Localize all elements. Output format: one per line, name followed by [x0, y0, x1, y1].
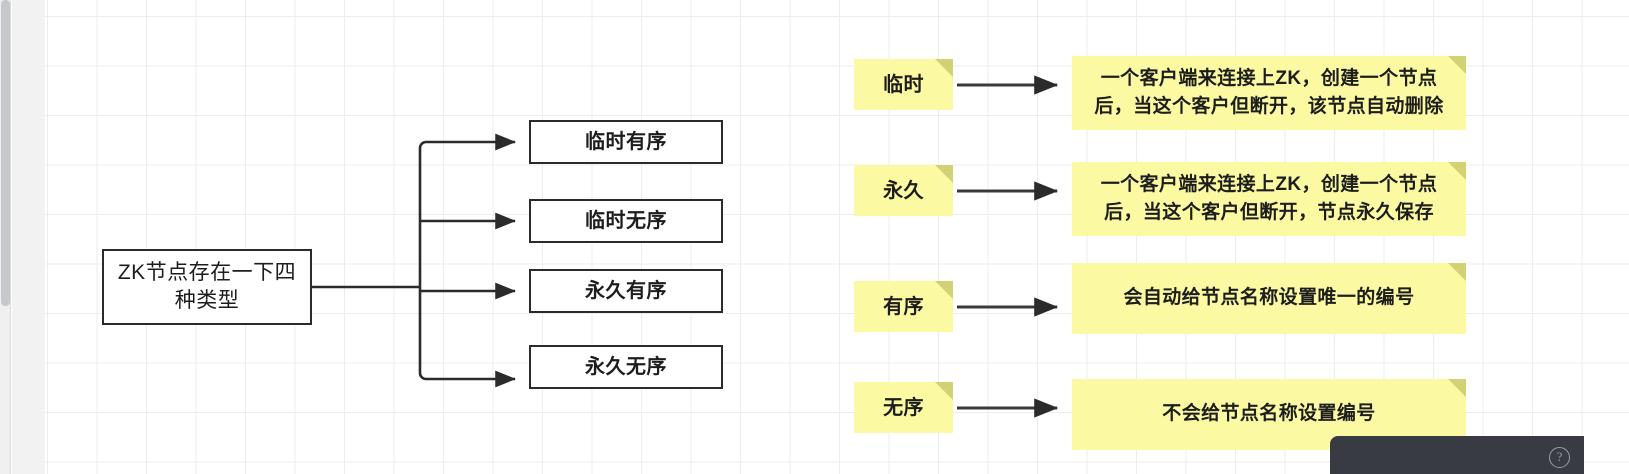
bottom-toolbar[interactable]: ? — [1330, 436, 1584, 474]
sticky-label-nonsequential[interactable]: 无序 — [854, 382, 953, 433]
node-root[interactable]: ZK节点存在一下四 种类型 — [102, 249, 312, 325]
sticky-desc-sequential[interactable]: 会自动给节点名称设置唯一的编号 — [1072, 263, 1466, 334]
node-leaf-persistent-sequential[interactable]: 永久有序 — [529, 269, 723, 313]
sticky-desc-text: 会自动给节点名称设置唯一的编号 — [1123, 287, 1415, 309]
left-gutter — [12, 0, 45, 474]
sticky-label-sequential[interactable]: 有序 — [854, 281, 953, 332]
sticky-desc-text: 一个客户端来连接上ZK，创建一个节点 后，当这个客户但断开，该节点自动删除 — [1094, 67, 1444, 118]
help-icon[interactable]: ? — [1549, 446, 1570, 468]
sticky-label-text: 无序 — [883, 396, 924, 419]
sticky-label-text: 临时 — [883, 73, 924, 96]
node-leaf-ephemeral-nonsequential[interactable]: 临时无序 — [529, 199, 723, 243]
page-fold-icon — [935, 382, 953, 400]
page-fold-icon — [1448, 263, 1466, 281]
sticky-desc-text: 不会给节点名称设置编号 — [1162, 403, 1376, 425]
sticky-label-text: 有序 — [883, 295, 924, 318]
page-fold-icon — [1448, 162, 1466, 180]
diagram-canvas[interactable]: ZK节点存在一下四 种类型 临时有序 临时无序 永久有序 永久无序 临时 永久 … — [45, 0, 1629, 474]
page-fold-icon — [1448, 56, 1466, 74]
vertical-scrollbar[interactable] — [0, 0, 11, 474]
sticky-desc-text: 一个客户端来连接上ZK，创建一个节点 后，当这个客户但断开，节点永久保存 — [1100, 173, 1438, 224]
node-leaf-persistent-nonsequential[interactable]: 永久无序 — [529, 345, 723, 389]
page-fold-icon — [935, 281, 953, 299]
sticky-desc-ephemeral[interactable]: 一个客户端来连接上ZK，创建一个节点 后，当这个客户但断开，该节点自动删除 — [1072, 56, 1466, 130]
page-fold-icon — [935, 59, 953, 77]
vertical-scrollbar-thumb[interactable] — [1, 0, 10, 306]
node-leaf-ephemeral-sequential[interactable]: 临时有序 — [529, 120, 723, 164]
sticky-desc-persistent[interactable]: 一个客户端来连接上ZK，创建一个节点 后，当这个客户但断开，节点永久保存 — [1072, 162, 1466, 236]
page-fold-icon — [1448, 379, 1466, 397]
page-fold-icon — [935, 165, 953, 183]
sticky-label-text: 永久 — [883, 179, 924, 202]
sticky-label-persistent[interactable]: 永久 — [854, 165, 953, 216]
sticky-label-ephemeral[interactable]: 临时 — [854, 59, 953, 110]
